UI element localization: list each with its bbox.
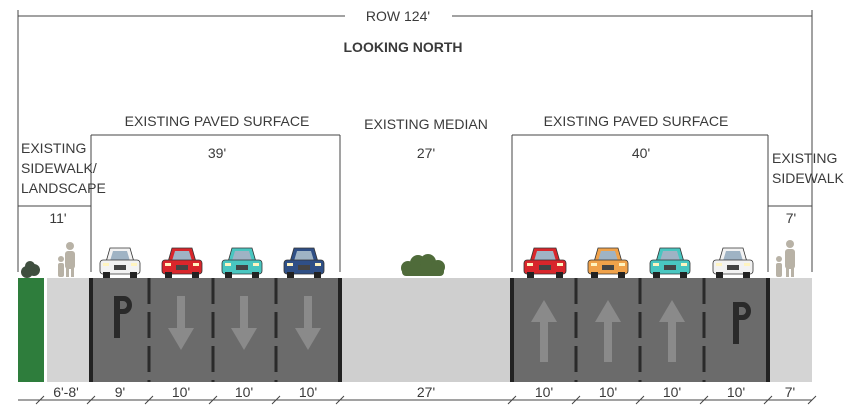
arrow-down-lane-3 xyxy=(231,296,257,350)
dimension-tick xyxy=(86,395,96,405)
dimension-tick xyxy=(571,395,581,405)
median-shrub-icon xyxy=(401,254,445,276)
car-icon xyxy=(587,247,629,278)
west-paved-title: EXISTING PAVED SURFACE xyxy=(125,113,310,129)
car-icon xyxy=(161,247,203,278)
arrow-up-lane-6 xyxy=(595,300,621,362)
pedestrian-icon xyxy=(58,242,75,277)
bottom-dimension-label: 7' xyxy=(785,384,795,400)
row-label: ROW 124' xyxy=(366,8,430,24)
parking-symbol xyxy=(733,302,751,344)
ground-surfaces xyxy=(18,278,812,382)
west-sidewalk-title-line3: LANDSCAPE xyxy=(21,180,106,196)
dimension-tick xyxy=(35,395,45,405)
dimension-tick xyxy=(507,395,517,405)
car-icon xyxy=(712,247,754,278)
median-west-curb xyxy=(338,278,342,382)
east-curb xyxy=(766,278,770,382)
east-paved-title: EXISTING PAVED SURFACE xyxy=(544,113,729,129)
west-sidewalk-surface xyxy=(47,278,91,382)
bottom-dimension-label: 10' xyxy=(727,384,745,400)
dimension-tick xyxy=(635,395,645,405)
row-dimension xyxy=(17,10,813,272)
bottom-dimension-label: 10' xyxy=(663,384,681,400)
arrow-down-lane-4 xyxy=(295,296,321,350)
car-icon xyxy=(221,247,263,278)
dimension-tick xyxy=(271,395,281,405)
car-icon xyxy=(649,247,691,278)
bottom-dimension-label: 10' xyxy=(235,384,253,400)
dimension-tick xyxy=(807,395,817,405)
west-sidewalk-width: 11' xyxy=(49,210,66,226)
west-sidewalk-title-line1: EXISTING xyxy=(21,140,86,156)
bottom-dimension-label: 6'-8' xyxy=(53,384,79,400)
east-paved-width: 40' xyxy=(632,145,650,161)
arrow-up-lane-7 xyxy=(659,300,685,362)
bottom-labels: 6'-8' 9' 10' 10' 10' 27' 10' 10' 10' 10' 7' xyxy=(53,384,795,400)
bottom-dimension-label: 10' xyxy=(535,384,553,400)
east-sidewalk-surface xyxy=(768,278,812,382)
east-sidewalk-title-line2: SIDEWALK xyxy=(772,170,844,186)
section-brackets xyxy=(18,134,812,272)
median-surface xyxy=(340,278,512,382)
dimension-tick xyxy=(763,395,773,405)
median-title: EXISTING MEDIAN xyxy=(364,116,488,132)
parking-symbol xyxy=(114,296,132,338)
west-paved-width: 39' xyxy=(208,145,226,161)
west-curb xyxy=(89,278,93,382)
median-width: 27' xyxy=(417,145,435,161)
west-shrub-icon xyxy=(21,261,40,278)
bottom-dimension-label: 9' xyxy=(115,384,125,400)
median-east-curb xyxy=(510,278,514,382)
dimension-tick xyxy=(144,395,154,405)
car-icon xyxy=(283,247,325,278)
east-sidewalk-width: 7' xyxy=(786,210,796,226)
landscape-strip xyxy=(18,278,44,382)
west-sidewalk-title-line2: SIDEWALK/ xyxy=(21,160,97,176)
arrow-up-lane-5 xyxy=(531,300,557,362)
dimension-tick xyxy=(699,395,709,405)
dimension-tick xyxy=(335,395,345,405)
bottom-dimension-label: 27' xyxy=(417,384,435,400)
bottom-ticks xyxy=(35,395,817,405)
car-icon xyxy=(99,247,141,278)
lane-markings xyxy=(114,296,751,362)
east-sidewalk-title-line1: EXISTING xyxy=(772,150,837,166)
truck-icon xyxy=(523,247,567,278)
bottom-dimension-label: 10' xyxy=(599,384,617,400)
bottom-dimension-label: 10' xyxy=(172,384,190,400)
bottom-dimension-label: 10' xyxy=(299,384,317,400)
arrow-down-lane-2 xyxy=(168,296,194,350)
lane-stripes xyxy=(147,278,706,382)
pedestrian-icon xyxy=(776,240,795,277)
view-direction-label: LOOKING NORTH xyxy=(344,39,463,55)
vehicles-layer xyxy=(99,247,754,278)
dimension-tick xyxy=(208,395,218,405)
